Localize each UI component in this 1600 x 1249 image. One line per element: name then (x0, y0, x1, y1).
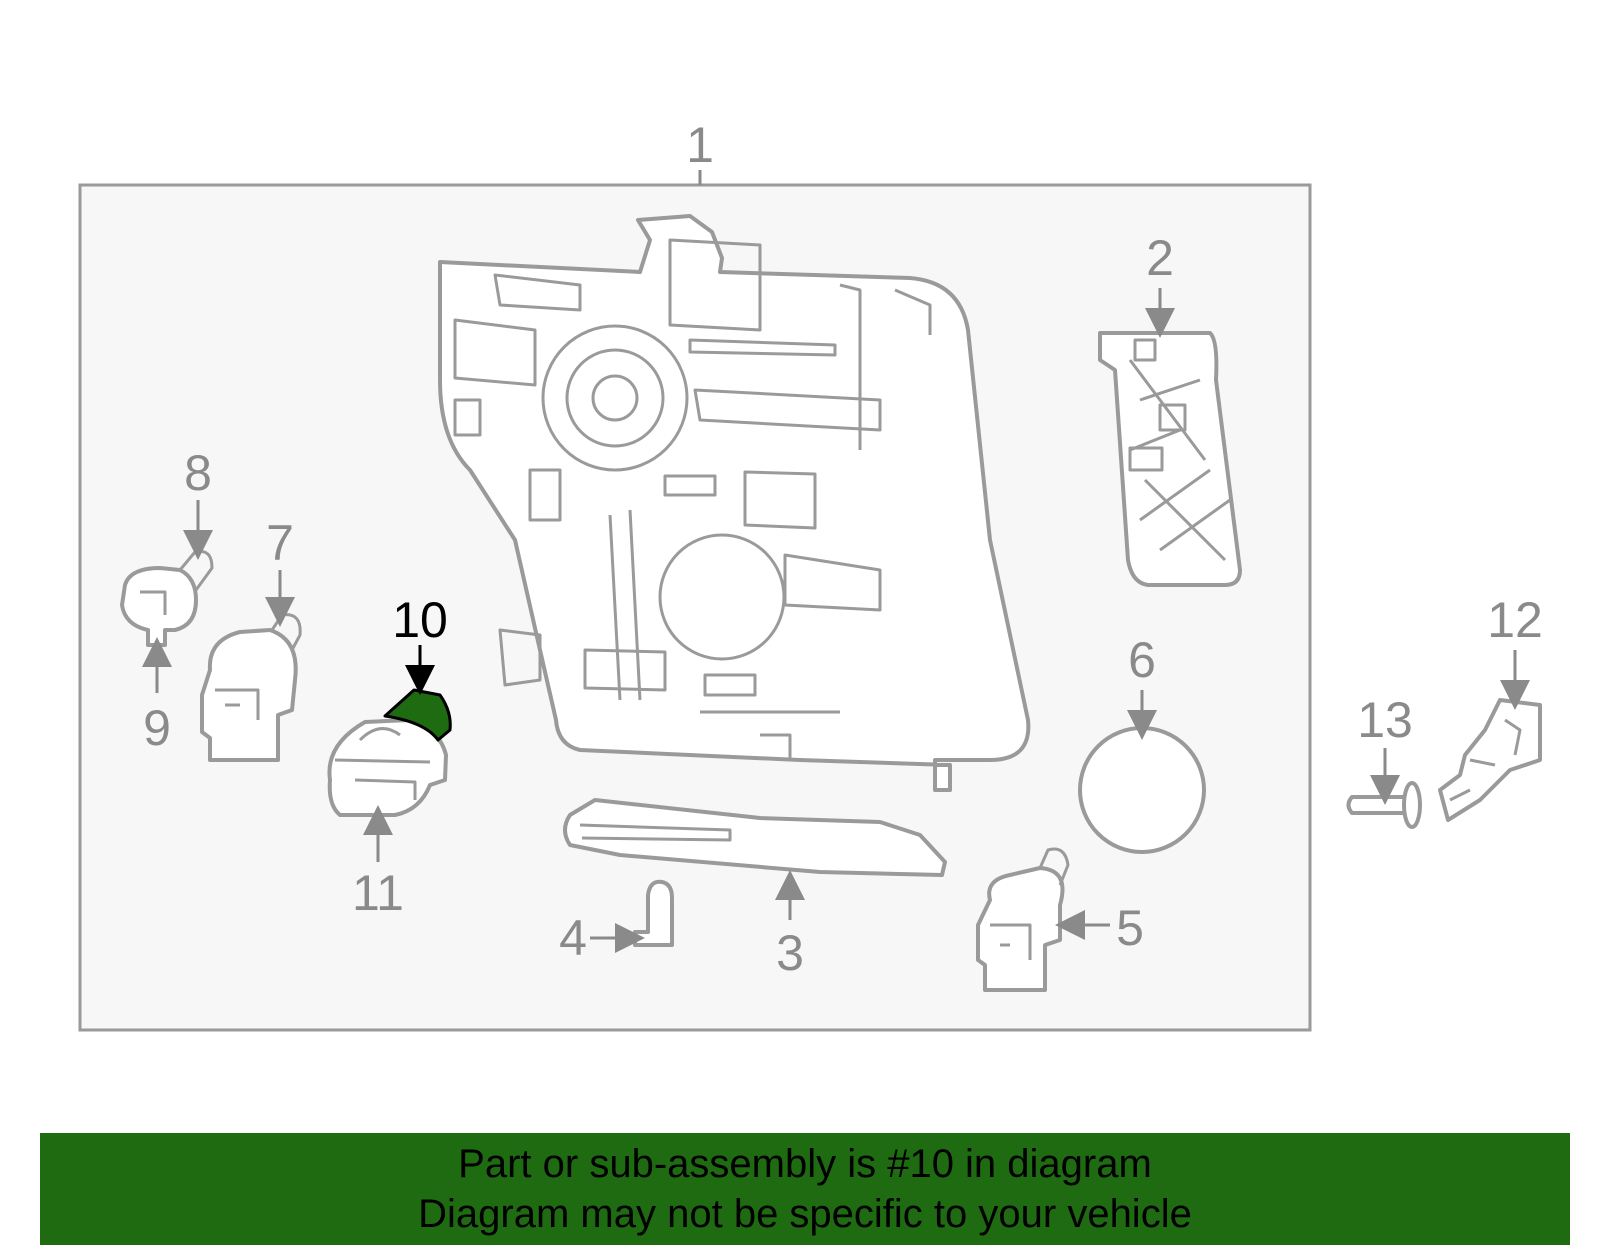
info-banner: Part or sub-assembly is #10 in diagram D… (40, 1133, 1570, 1245)
part-13-pin (1346, 781, 1422, 829)
part-3-trim (563, 798, 947, 877)
banner-line-1: Part or sub-assembly is #10 in diagram (458, 1142, 1152, 1186)
part-7-socket (200, 613, 302, 762)
part-11-socket (327, 718, 448, 817)
callout-12: 12 (1487, 592, 1543, 648)
callout-10: 10 (392, 592, 448, 648)
part-2-bracket (1098, 331, 1242, 587)
headlamp-housing (438, 214, 1031, 792)
banner-line-2: Diagram may not be specific to your vehi… (418, 1192, 1192, 1236)
callout-3: 3 (776, 925, 804, 981)
callout-6: 6 (1128, 632, 1156, 688)
callout-7: 7 (266, 515, 294, 571)
callout-11: 11 (352, 865, 404, 921)
callout-4: 4 (559, 910, 587, 966)
part-6-cap (1078, 726, 1206, 854)
callout-13: 13 (1357, 692, 1413, 748)
part-12-bracket (1438, 698, 1542, 822)
callout-5: 5 (1116, 900, 1144, 956)
part-10-highlighted (383, 688, 452, 742)
part-4-clip (633, 879, 674, 947)
parts-diagram: 1 2 3 4 (78, 117, 1543, 1032)
callout-8: 8 (184, 445, 212, 501)
part-5-socket (976, 847, 1070, 992)
callout-1: 1 (686, 117, 714, 173)
callout-2: 2 (1146, 230, 1174, 286)
callout-9: 9 (143, 700, 171, 756)
